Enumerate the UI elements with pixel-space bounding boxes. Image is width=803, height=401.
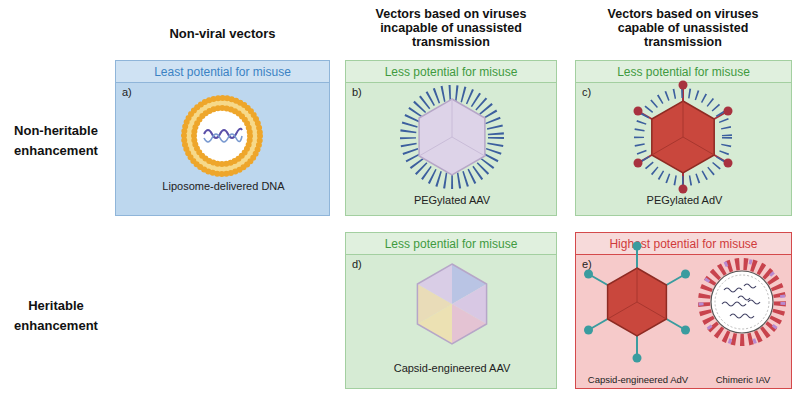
fiber-stalks	[590, 248, 684, 356]
lipid-heads-inner	[194, 108, 250, 164]
panel-caption: Capsid-engineered AdV	[576, 374, 700, 385]
hemagglutinin-spikes	[704, 264, 780, 340]
viral-envelope	[711, 271, 773, 333]
peg-chains	[408, 93, 496, 181]
column-header: Vectors based on viruses incapable of un…	[356, 7, 546, 49]
risk-header: Least potential for misuse	[116, 61, 329, 83]
panel-caption: Capsid-engineered AAV	[346, 362, 558, 374]
panel-box: Least potential for misuse a) Liposome-del…	[115, 60, 330, 216]
capsid-facet	[452, 264, 487, 304]
panel-caption: Liposome-delivered DNA	[116, 180, 331, 192]
capsid-facets	[419, 99, 485, 156]
chimeric-iav-illustration	[701, 261, 783, 343]
adv-capsid	[608, 268, 667, 336]
risk-header: Highest potential for misuse	[576, 233, 791, 255]
capsid-facet	[417, 284, 452, 324]
aav-capsid	[419, 99, 485, 175]
liposome-illustration	[184, 98, 260, 174]
panel-caption: PEGylated AdV	[576, 194, 793, 206]
neuraminidase-spikes	[701, 261, 783, 343]
dna-strand	[204, 134, 242, 142]
pegylated-adv-illustration	[634, 81, 733, 194]
panel-caption: PEGylated AAV	[346, 194, 558, 206]
panel-letter: e)	[582, 258, 592, 270]
panel-box: Less potential for misuse b) PEGylated AAV	[345, 60, 557, 216]
rna-segments	[722, 284, 760, 318]
risk-header: Less potential for misuse	[346, 233, 556, 255]
fiber-knobs	[634, 81, 733, 194]
panel-box: Less potential for misuse c) PEGylated AdV	[575, 60, 792, 216]
panel-letter: b)	[352, 86, 362, 98]
capsid-facet	[417, 304, 452, 344]
column-header: Non-viral vectors	[115, 26, 330, 41]
pegylated-aav-illustration	[408, 93, 496, 181]
panel-box: Highest potential for misuse e) Capsid-eng…	[575, 232, 792, 389]
capsid-engineered-adv-illustration	[584, 242, 690, 363]
capsid-facet	[417, 264, 452, 304]
panel-box: Less potential for misuse d) Capsid-engine…	[345, 232, 557, 389]
matrix-layer	[715, 275, 769, 329]
peg-chains	[639, 93, 727, 181]
row-header: Heritable enhancement	[4, 296, 108, 336]
lipid-heads-outer	[184, 98, 260, 174]
panel-letter: d)	[352, 258, 362, 270]
row-header: Non-heritable enhancement	[4, 121, 108, 161]
capsid-facets	[608, 268, 667, 319]
fiber-stalks	[640, 87, 727, 187]
capsid-facet	[452, 284, 487, 324]
panel-caption: Chimeric IAV	[693, 374, 793, 385]
aav-capsid	[417, 264, 486, 344]
risk-header: Less potential for misuse	[346, 61, 556, 83]
adv-capsid	[652, 101, 714, 173]
panel-letter: a)	[122, 86, 132, 98]
lipid-tails	[189, 103, 255, 169]
fiber-knobs	[584, 242, 690, 363]
panel-letter: c)	[582, 86, 591, 98]
capsid-engineered-aav-illustration	[417, 264, 486, 344]
capsid-facets	[652, 101, 714, 155]
capsid-facet	[452, 304, 487, 344]
risk-header: Less potential for misuse	[576, 61, 791, 83]
dna-strand	[204, 129, 242, 138]
column-header: Vectors based on viruses capable of unas…	[588, 7, 778, 49]
